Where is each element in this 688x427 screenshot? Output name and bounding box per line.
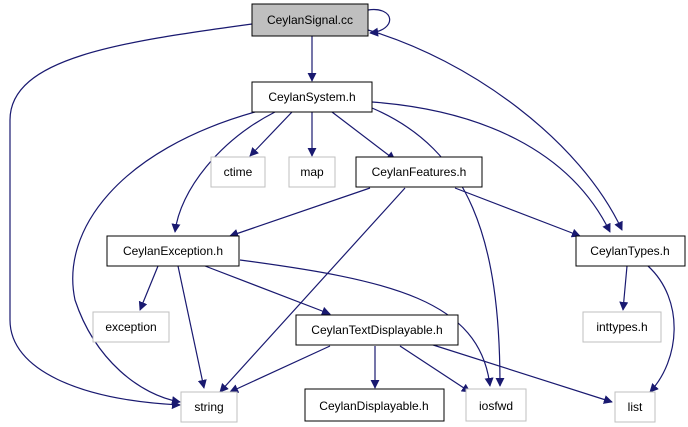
edge-types-list [647, 265, 675, 393]
edge-types-inttypes [619, 265, 629, 311]
node-label-iosfwd: iosfwd [479, 399, 513, 413]
node-ceylan-signal-cc: CeylanSignal.cc [251, 3, 369, 37]
node-ceylan-features-h[interactable]: CeylanFeatures.h [355, 156, 483, 188]
edge-system-ctime [249, 111, 293, 157]
node-map: map [288, 156, 336, 188]
node-ceylan-system-h[interactable]: CeylanSystem.h [251, 81, 373, 113]
edge-exception-textdisplayable [204, 265, 331, 316]
edge-exception-iosfwd [239, 259, 494, 387]
node-label-ceylan-features-h: CeylanFeatures.h [372, 165, 467, 179]
node-label-list: list [628, 400, 643, 414]
node-list: list [614, 391, 656, 423]
edge-exception-exception [138, 265, 159, 311]
node-label-string: string [194, 400, 223, 414]
node-label-ceylan-text-displayable-h: CeylanTextDisplayable.h [311, 323, 442, 337]
edge-signal-self [367, 9, 391, 37]
node-label-exception: exception [105, 320, 156, 334]
node-string: string [180, 391, 238, 423]
edge-system-features [331, 111, 396, 161]
node-label-ctime: ctime [224, 165, 253, 179]
node-label-ceylan-exception-h: CeylanException.h [123, 244, 223, 258]
edge-features-exception [229, 187, 371, 238]
edge-system-exception [171, 111, 276, 233]
node-iosfwd: iosfwd [465, 388, 527, 422]
edge-features-types [454, 187, 581, 238]
node-ceylan-displayable-h[interactable]: CeylanDisplayable.h [304, 388, 445, 422]
node-inttypes-h: inttypes.h [582, 311, 662, 343]
edges [9, 9, 675, 410]
node-ctime: ctime [210, 156, 266, 188]
node-label-ceylan-displayable-h: CeylanDisplayable.h [319, 399, 428, 413]
node-label-map: map [300, 165, 324, 179]
edge-signal-types [367, 29, 623, 231]
edge-exception-string [177, 265, 207, 389]
edge-signal-string [9, 23, 253, 410]
node-label-ceylan-system-h: CeylanSystem.h [268, 90, 355, 104]
edge-features-string [219, 187, 406, 393]
edge-textdisplayable-string [229, 345, 331, 393]
node-ceylan-exception-h[interactable]: CeylanException.h [106, 235, 240, 267]
edge-system-iosfwd [371, 107, 505, 387]
edge-textdisplayable-list [429, 343, 613, 404]
edge-textdisplayable-iosfwd [399, 345, 471, 393]
node-label-ceylan-types-h: CeylanTypes.h [590, 244, 669, 258]
node-ceylan-text-displayable-h[interactable]: CeylanTextDisplayable.h [295, 314, 459, 346]
node-label-inttypes-h: inttypes.h [596, 320, 647, 334]
edge-system-string [72, 111, 256, 406]
node-ceylan-types-h[interactable]: CeylanTypes.h [575, 235, 686, 267]
node-exception: exception [92, 311, 170, 343]
edge-system-types [371, 101, 611, 233]
node-label-ceylan-signal-cc: CeylanSignal.cc [267, 13, 353, 27]
